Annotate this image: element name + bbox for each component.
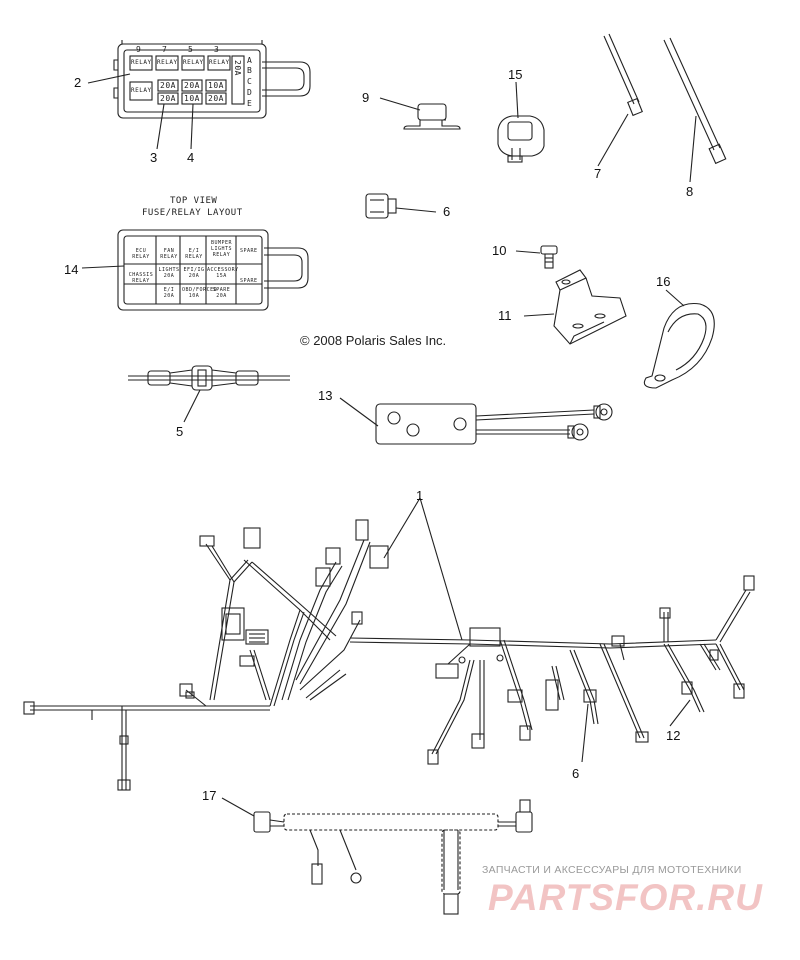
fuse-top-number-3: 3 [214,45,220,54]
layout-cell-fan-relay: FAN RELAY [160,248,178,260]
fuse-top-number-7: 7 [162,45,168,54]
callout-1: 1 [416,488,424,503]
callout-9: 9 [362,90,370,105]
fuse-side-letter-e: E [247,99,253,108]
relay-label-2: RELAY [157,59,178,66]
fuse-box-part [113,40,311,119]
layout-caption-line2: FUSE/RELAY LAYOUT [142,208,243,218]
callout-11: 11 [498,308,512,323]
layout-cell-ecu-relay: ECU RELAY [132,248,150,260]
layout-cell-accessory: ACCESSORY 15A [207,267,239,279]
callout-6-connector: 6 [443,204,451,219]
inline-fuse-holder-part [128,365,290,391]
fuse-rating-r2-3: 20A [208,94,224,103]
callout-16: 16 [656,274,671,289]
callout-8: 8 [686,184,694,199]
layout-cell-spare-1: SPARE [240,248,258,254]
relay-clip-part [403,103,461,130]
layout-cell-ei-fuse: E/I 20A [163,287,175,299]
fuse-rating-r1-2: 20A [184,81,200,90]
sub-harness-part [253,799,533,915]
fuse-side-letter-a: A [247,56,253,65]
callout-2: 2 [74,75,82,90]
layout-cell-efi-ig: EFI/IG 20A [183,267,205,279]
fuse-rating-r2-2: 10A [184,94,200,103]
ground-strap-part [375,403,613,445]
layout-cell-lights: LIGHTS 20A [158,267,180,279]
callout-10: 10 [492,243,507,258]
callout-5: 5 [176,424,184,439]
fuse-side-letter-b: B [247,66,253,75]
fuse-side-letter-c: C [247,77,253,86]
callout-17: 17 [202,788,217,803]
layout-caption-line1: TOP VIEW [170,196,218,206]
cable-tie-long-part [663,37,727,165]
cable-tie-short-part [603,33,643,117]
callout-4: 4 [187,150,195,165]
bracket-part [553,269,627,345]
main-wiring-harness [23,519,755,791]
callout-3: 3 [150,150,158,165]
relay-label-5: RELAY [131,87,152,94]
small-connector-part [365,193,397,219]
relay-label-3: RELAY [183,59,204,66]
callout-7: 7 [594,166,602,181]
callout-13: 13 [318,388,333,403]
fuse-relay-layout-part [117,229,309,311]
callout-12: 12 [666,728,681,743]
layout-cell-bumper-relay: BUMPER LIGHTS RELAY [210,240,233,258]
fuse-side-letter-d: D [247,88,253,97]
bolt-part [540,245,558,269]
fuse-rating-r2-1: 20A [160,94,176,103]
fuse-rating-side: 20A [233,60,242,76]
layout-cell-spare-2: SPARE [240,278,258,284]
callout-14: 14 [64,262,79,277]
copyright-notice: © 2008 Polaris Sales Inc. [300,333,447,348]
p-clamp-part [643,302,715,389]
fuse-top-number-9: 9 [136,45,142,54]
layout-cell-chassis-relay: CHASSIS RELAY [128,272,154,284]
watermark-logo: PARTSFOR.RU [488,877,763,918]
layout-cell-obd-forced: OBD/FORCED 10A [182,287,218,299]
callout-15: 15 [508,67,523,82]
fuse-rating-r1-1: 20A [160,81,176,90]
layout-cell-spare-3: SPARE 20A [212,287,231,299]
relay-label-1: RELAY [131,59,152,66]
fuse-rating-r1-3: 10A [208,81,224,90]
watermark-tagline: ЗАПЧАСТИ И АКСЕССУАРЫ ДЛЯ МОТОТЕХНИКИ [482,864,742,876]
connector-holder-part [497,115,545,163]
fuse-top-number-5: 5 [188,45,194,54]
callout-6-harness: 6 [572,766,580,781]
relay-label-4: RELAY [209,59,230,66]
layout-cell-ei-relay: E/I RELAY [185,248,203,260]
